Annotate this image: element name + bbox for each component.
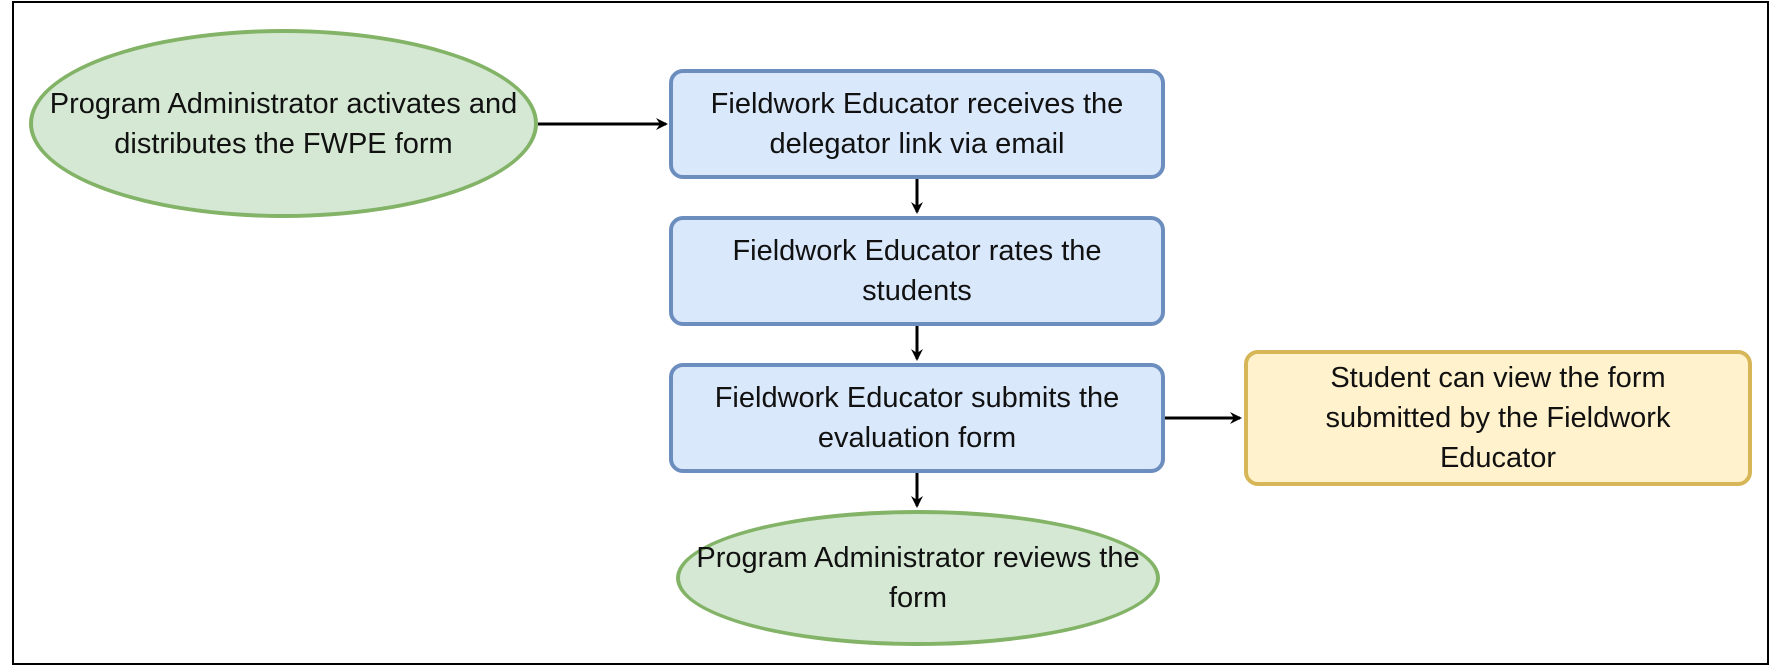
review-node: Program Administrator reviews the form (676, 510, 1160, 646)
receive-link-node: Fieldwork Educator receives the delegato… (669, 69, 1165, 179)
start-node-label: Program Administrator activates and dist… (49, 87, 518, 160)
student-view-node-label: Student can view the form submitted by t… (1325, 362, 1671, 474)
receive-link-node-label: Fieldwork Educator receives the delegato… (710, 88, 1124, 160)
student-view-node: Student can view the form submitted by t… (1244, 350, 1752, 486)
rate-students-node: Fieldwork Educator rates the students (669, 216, 1165, 326)
submit-form-node: Fieldwork Educator submits the evaluatio… (669, 363, 1165, 473)
review-node-label: Program Administrator reviews the form (696, 542, 1140, 614)
rate-students-node-label: Fieldwork Educator rates the students (732, 235, 1102, 307)
submit-form-node-label: Fieldwork Educator submits the evaluatio… (714, 382, 1120, 454)
start-node: Program Administrator activates and dist… (29, 29, 538, 218)
